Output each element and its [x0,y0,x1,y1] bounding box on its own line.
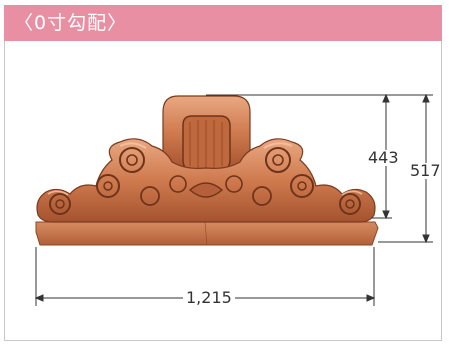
section-title: 〈0寸勾配〉 [14,12,128,34]
height-outer-label: 517 [410,161,441,180]
cloud-scrolls [36,138,376,223]
width-label: 1,215 [183,290,235,306]
section-header: 〈0寸勾配〉 [4,5,442,41]
central-plaque [162,95,251,171]
height-inner-label: 443 [368,148,399,167]
base-plate [35,221,379,246]
